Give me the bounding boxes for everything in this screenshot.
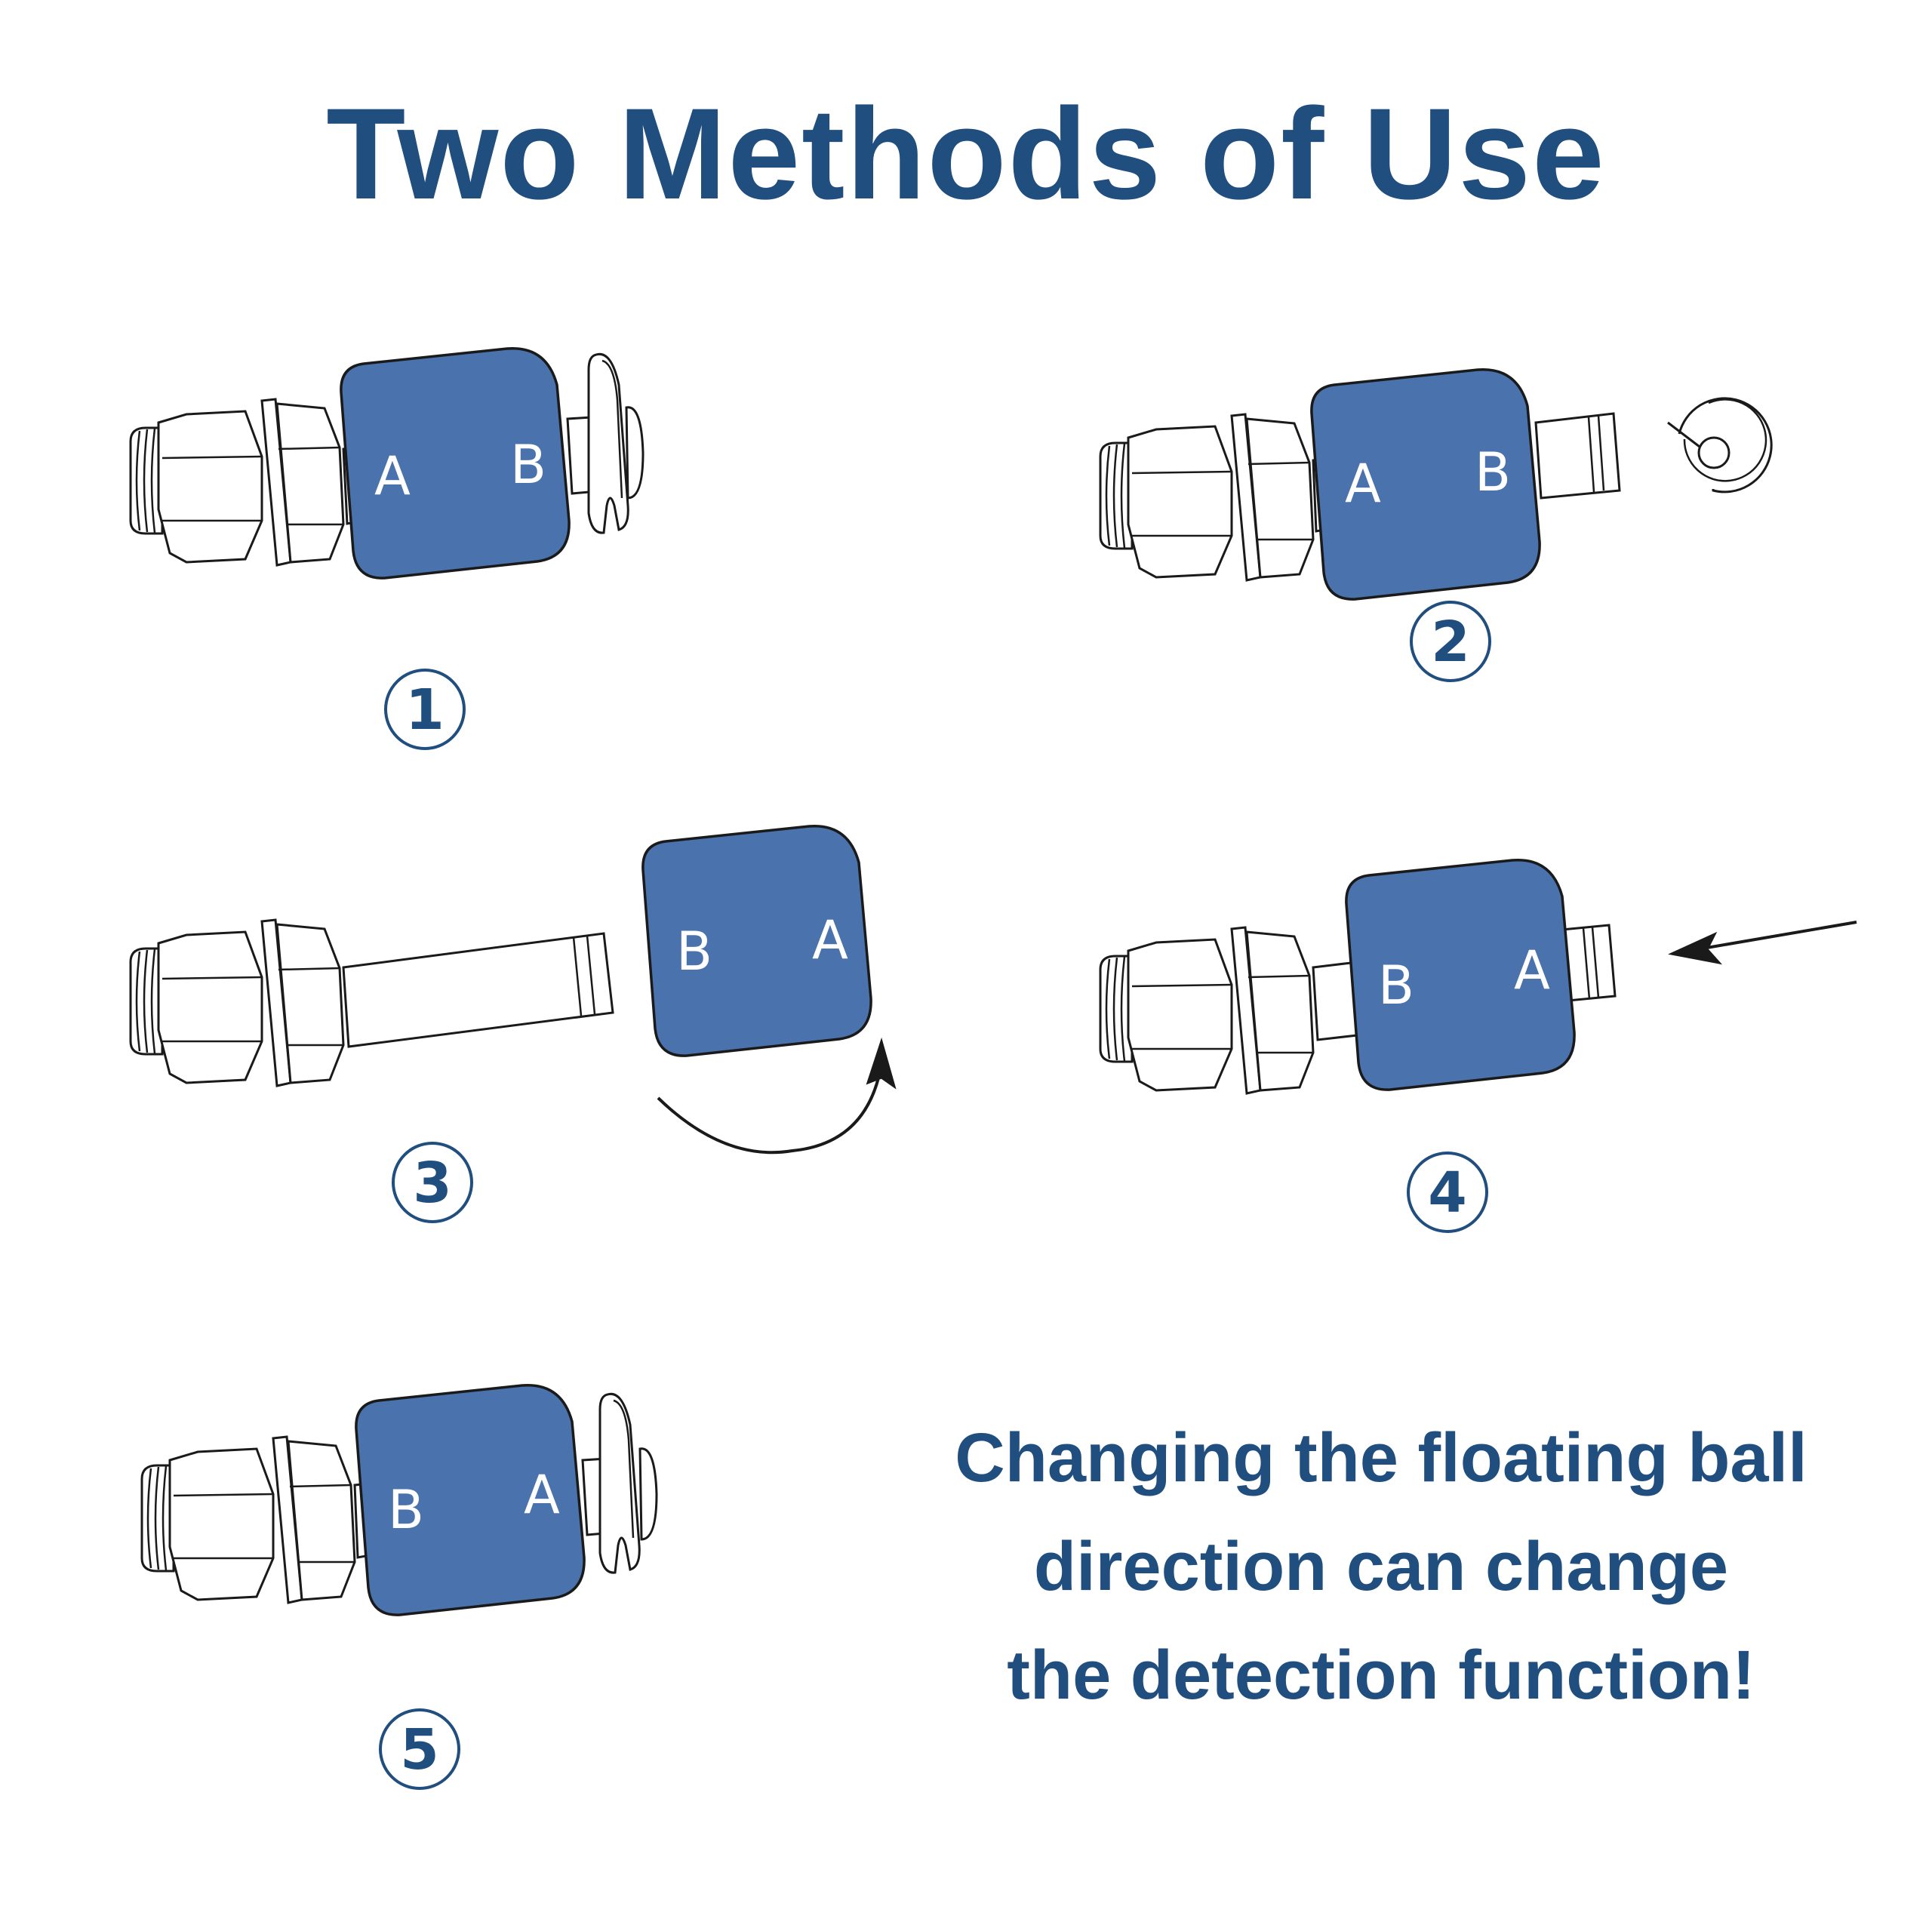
step-2-assembly: A B [1099, 367, 1773, 601]
step-badge-4: 4 [1407, 1152, 1488, 1233]
caption-line-1: Changing the floating ball [955, 1419, 1807, 1496]
step-5-right-letter: A [524, 1464, 560, 1526]
step-badge-2: 2 [1410, 601, 1491, 682]
caption-text: Changing the floating ball direction can… [898, 1404, 1864, 1730]
page-title: Two Methods of Use [326, 81, 1606, 226]
caption-line-3: the detection function! [1007, 1637, 1755, 1714]
step-number-5: 5 [400, 1717, 439, 1782]
caption-line-2: direction can change [1033, 1528, 1729, 1605]
step-5-left-letter: B [388, 1479, 424, 1541]
step-number-4: 4 [1428, 1161, 1467, 1225]
step-4-assembly: B A [1099, 858, 1857, 1095]
step-number-3: 3 [413, 1151, 452, 1216]
step-1-right-letter: B [510, 434, 546, 496]
step-5-assembly: B A [140, 1383, 658, 1616]
step-4-right-letter: A [1514, 939, 1550, 1001]
step-badge-3: 3 [392, 1142, 473, 1223]
step-1-left-letter: A [374, 445, 411, 507]
curved-arrow-icon [657, 1037, 897, 1155]
step-3-right-letter: A [812, 909, 848, 971]
step-badge-5: 5 [379, 1708, 460, 1790]
step-badge-1: 1 [384, 669, 466, 750]
step-number-1: 1 [405, 678, 445, 743]
step-4-left-letter: B [1378, 955, 1414, 1016]
step-3-assembly: B A [129, 824, 897, 1155]
straight-arrow-icon [1668, 921, 1857, 965]
step-3-left-letter: B [676, 921, 712, 982]
step-2-right-letter: B [1475, 441, 1511, 503]
step-1-assembly: A B [129, 346, 645, 580]
step-2-left-letter: A [1345, 453, 1381, 515]
retaining-clip-icon [1667, 397, 1773, 494]
step-number-2: 2 [1431, 610, 1470, 675]
